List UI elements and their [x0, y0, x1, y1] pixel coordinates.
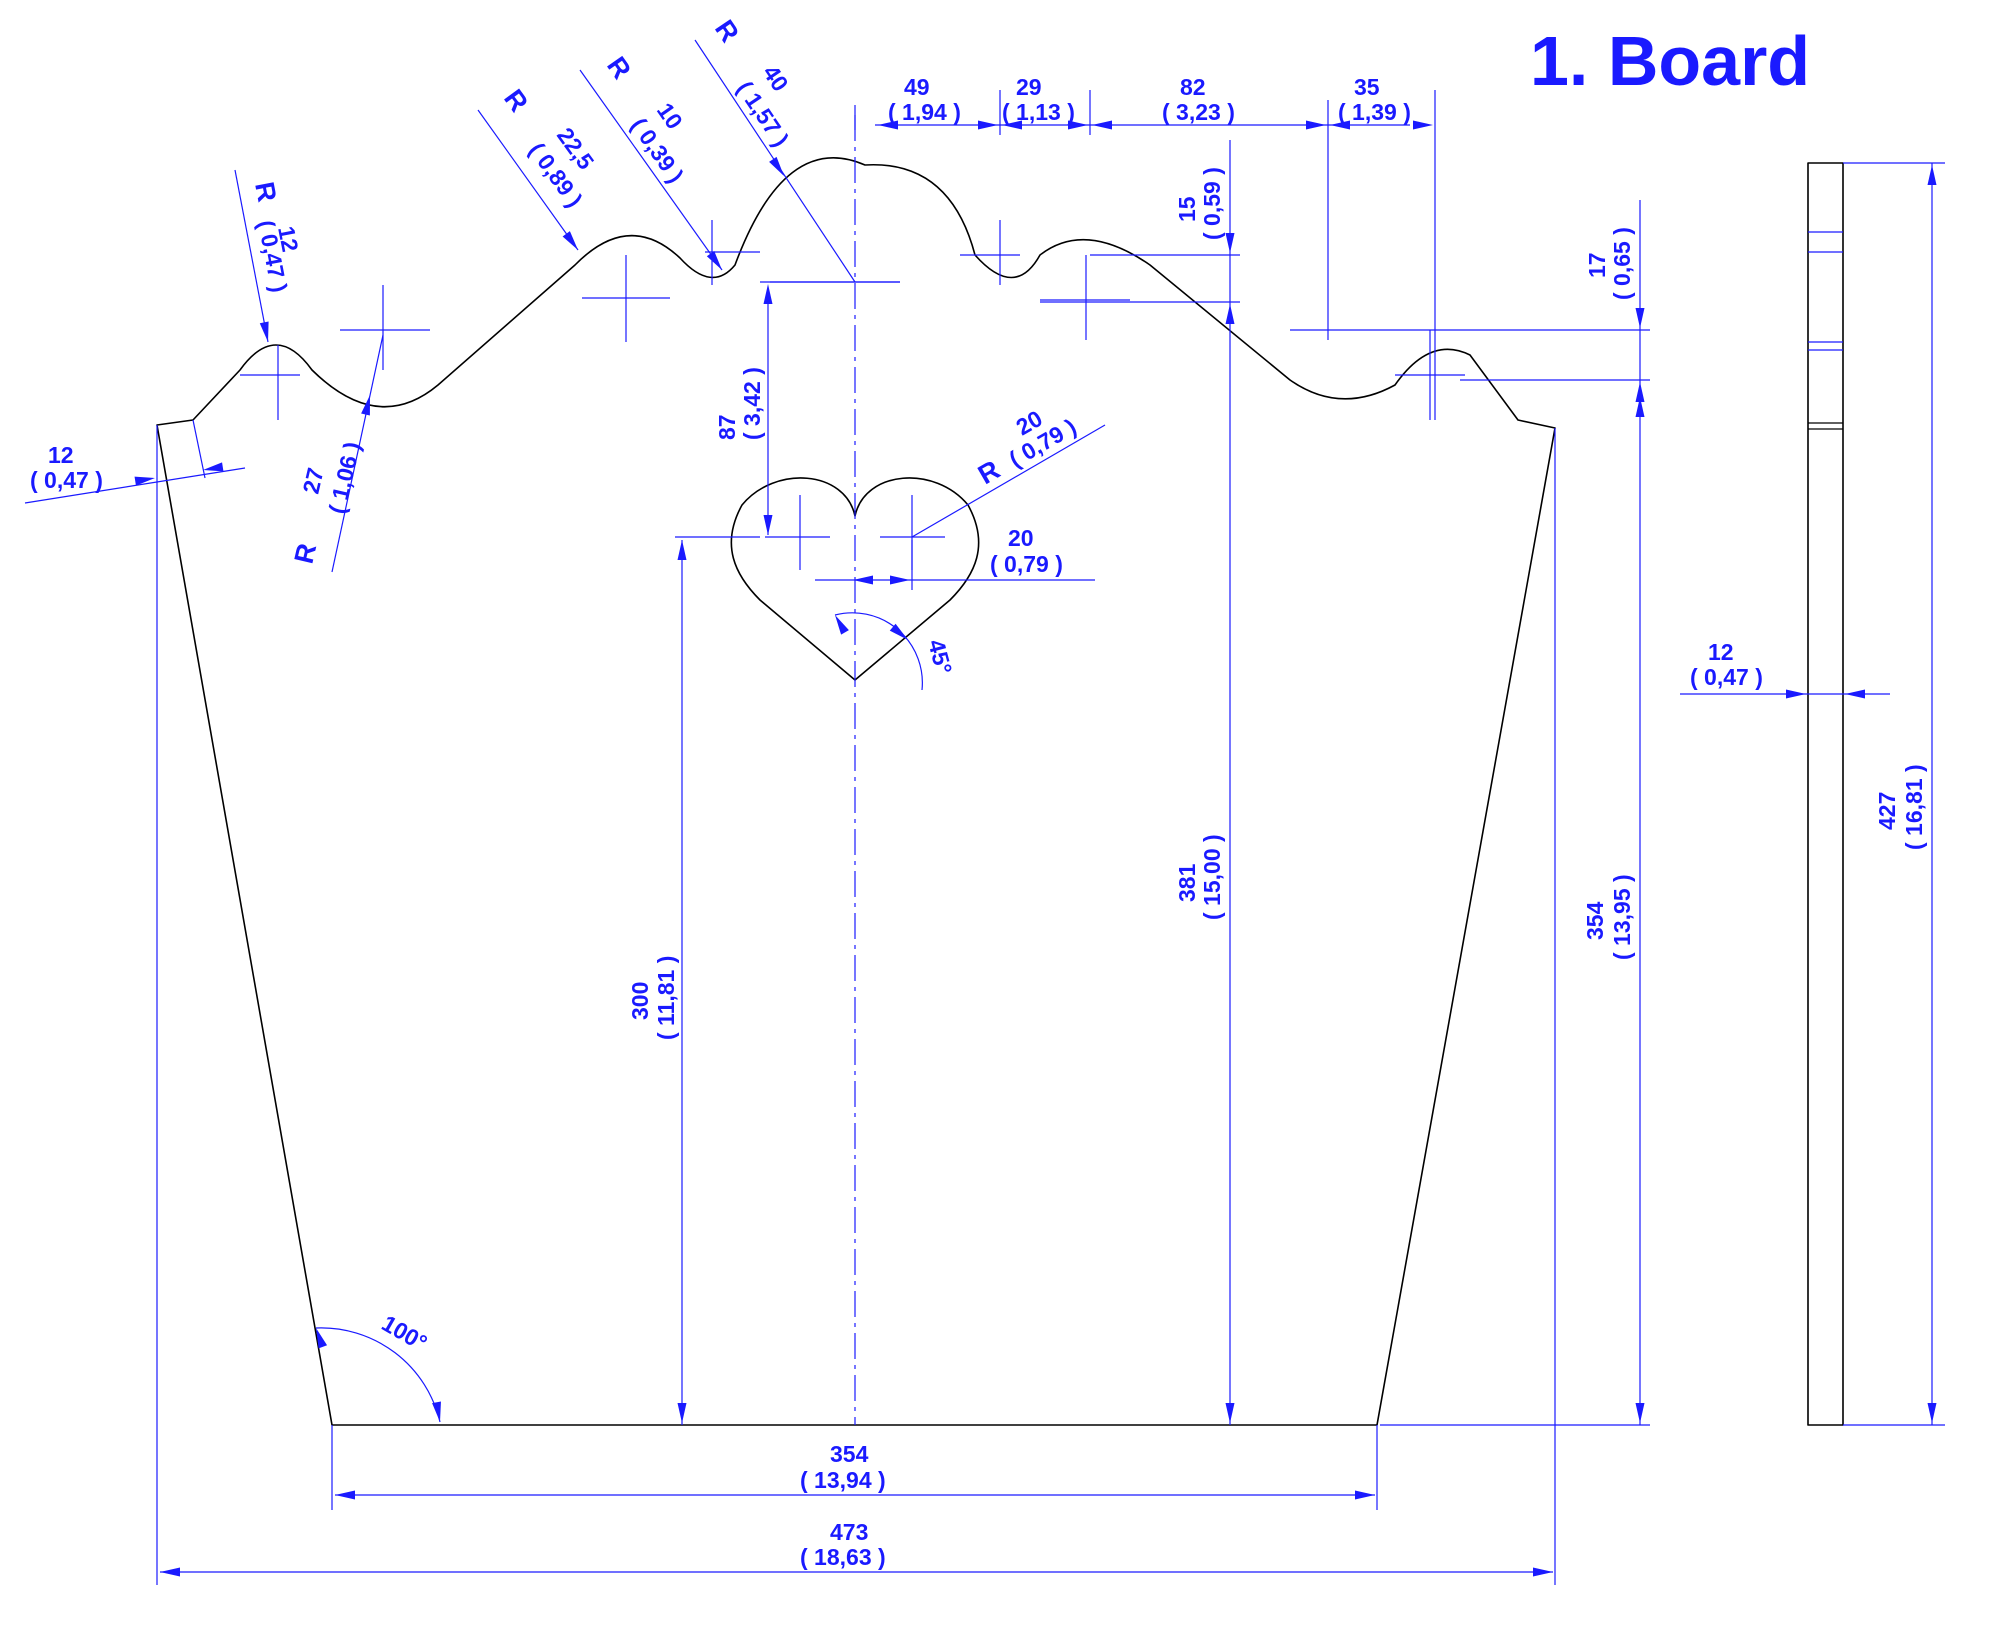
radius-r12-label: R	[249, 179, 282, 204]
radius-r10-label: R	[601, 51, 637, 84]
dim-87: 87	[714, 414, 740, 440]
radius-r20-label: R	[973, 454, 1005, 490]
dim-12-left: 12	[48, 442, 74, 468]
dim-12-left-inch: ( 0,47 )	[30, 467, 103, 493]
dim-20-heart: 20	[1008, 525, 1034, 551]
dim-427-inch: ( 16,81 )	[1901, 764, 1927, 850]
dim-354-vertical-inch: ( 13,95 )	[1609, 874, 1635, 960]
radius-r40-inch: ( 1,57 )	[732, 76, 794, 151]
dim-82: 82	[1180, 74, 1206, 100]
radius-r27: 27	[298, 465, 329, 496]
dim-473-inch: ( 18,63 )	[800, 1544, 886, 1570]
dim-427-lines	[1843, 162, 1945, 1426]
dim-17-inch: ( 0,65 )	[1609, 227, 1635, 300]
dim-17-lines	[1290, 200, 1650, 390]
drawing-title: 1. Board	[1530, 22, 1810, 100]
angle-45-arc	[834, 612, 923, 691]
dim-87-lines	[675, 281, 900, 538]
angle-100: 100°	[378, 1310, 432, 1356]
radius-r12: 12	[273, 224, 303, 254]
angle-100-arc	[315, 1327, 441, 1423]
radius-r40-label: R	[709, 15, 745, 48]
dim-427: 427	[1874, 792, 1900, 830]
angle-45: 45°	[923, 637, 957, 677]
dim-49: 49	[904, 74, 930, 100]
side-view-board	[1807, 162, 1844, 1426]
dim-35: 35	[1354, 74, 1380, 100]
dim-300-inch: ( 11,81 )	[653, 956, 679, 1040]
dim-12-side-inch: ( 0,47 )	[1690, 664, 1763, 690]
dim-82-inch: ( 3,23 )	[1162, 99, 1235, 125]
dim-473-lines	[156, 425, 1556, 1585]
dim-381: 381	[1174, 863, 1200, 902]
dim-381-inch: ( 15,00 )	[1199, 834, 1225, 920]
dim-473: 473	[830, 1519, 868, 1545]
dim-354-bottom-lines	[331, 1425, 1378, 1510]
dim-12-side: 12	[1708, 639, 1734, 665]
dim-49-inch: ( 1,94 )	[888, 99, 961, 125]
dim-354-bottom-inch: ( 13,94 )	[800, 1467, 886, 1493]
dim-354-right-lines	[1380, 395, 1650, 1426]
dim-15: 15	[1174, 196, 1200, 222]
dim-12-left-lines	[24, 419, 246, 504]
radius-r27-inch: ( 1,06 )	[324, 439, 366, 516]
dim-15-lines	[1040, 140, 1240, 320]
dim-300: 300	[627, 982, 653, 1020]
radius-r22-5-label: R	[498, 84, 534, 117]
dim-354-bottom: 354	[830, 1441, 869, 1467]
dim-35-inch: ( 1,39 )	[1338, 99, 1411, 125]
dim-29: 29	[1016, 74, 1042, 100]
dim-15-inch: ( 0,59 )	[1199, 167, 1225, 240]
dim-17: 17	[1584, 252, 1610, 278]
side-view-marks	[1808, 231, 1843, 430]
dim-87-inch: ( 3,42 )	[739, 367, 765, 440]
board-outline	[156, 157, 1556, 1426]
dim-354-vertical: 354	[1582, 901, 1608, 940]
radius-r27-label: R	[289, 541, 323, 567]
dim-29-inch: ( 1,13 )	[1002, 99, 1075, 125]
dim-20-heart-inch: ( 0,79 )	[990, 551, 1063, 577]
